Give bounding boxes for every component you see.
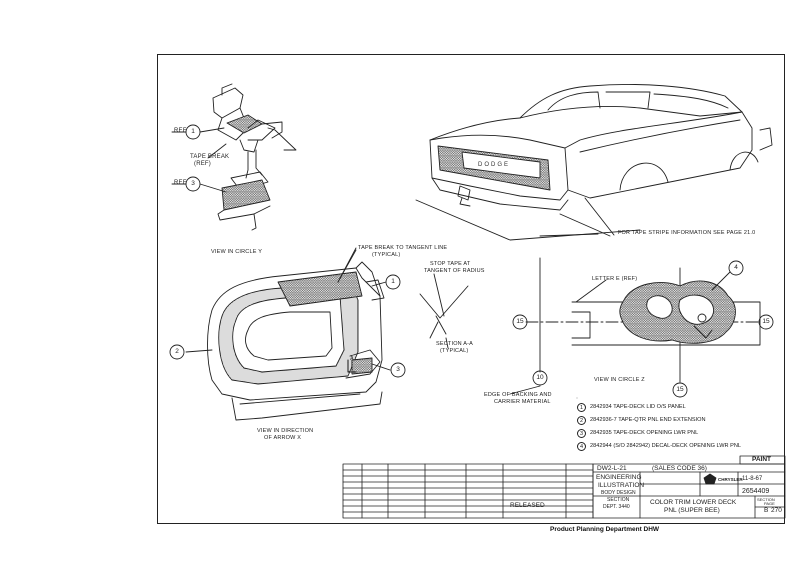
drawing-title-1: COLOR TRIM LOWER DECK <box>650 499 737 506</box>
svg-text:DODGE: DODGE <box>478 162 510 168</box>
legend-row: 1 2842934 TAPE-DECK LID O/S PANEL <box>577 401 686 413</box>
tape-break-typical-note: (TYPICAL) <box>372 252 401 258</box>
balloon-2: 2 <box>175 348 179 355</box>
balloon-15-left: 15 <box>516 318 524 325</box>
legend-balloon: 4 <box>577 441 586 451</box>
view-circle-y-drawing <box>171 83 297 231</box>
drawing-title-2: PNL (SUPER BEE) <box>664 507 720 514</box>
section-aa-typical: (TYPICAL) <box>440 348 469 354</box>
paint-label: PAINT <box>752 456 772 463</box>
view-arrow-x-caption-1: VIEW IN DIRECTION <box>257 428 314 434</box>
drawing-number: 2654409 <box>742 488 770 495</box>
section-dept-label: SECTION <box>607 497 630 503</box>
tape-stripe-info-note: FOR TAPE STRIPE INFORMATION SEE PAGE 21.… <box>618 230 756 236</box>
legend-row: 2 2842936-7 TAPE-QTR PNL END EXTENSION <box>577 414 706 426</box>
chrysler-brand: CHRYSLER <box>718 477 743 482</box>
section-aa-drawing <box>419 273 469 349</box>
balloon-3-ref: 3 <box>191 180 195 187</box>
legend-balloon: 3 <box>577 428 586 438</box>
released-stamp: RELEASED <box>510 502 545 509</box>
edge-backing-note-2: CARRIER MATERIAL <box>494 399 551 405</box>
model-code: DW2-L-21 <box>597 465 627 472</box>
balloon-4: 4 <box>734 264 738 271</box>
page-value: 270 <box>771 507 782 514</box>
balloon-3: 3 <box>396 366 400 373</box>
balloon-1: 1 <box>391 278 395 285</box>
legend-text: 2842936-7 TAPE-QTR PNL END EXTENSION <box>590 417 706 423</box>
drawing-date: 11-8-67 <box>742 476 763 482</box>
edge-backing-note-1: EDGE OF BACKING AND <box>484 392 552 398</box>
ref-1-label: REF <box>174 128 187 134</box>
tape-break-tangent-note: TAPE BREAK TO TANGENT LINE <box>358 245 448 251</box>
letter-e-label: LETTER E (REF) <box>592 276 638 282</box>
footer-credit: Product Planning Department DHW <box>550 526 660 533</box>
car-body-drawing: DODGE <box>415 84 773 241</box>
stop-tape-note: STOP TAPE AT <box>430 261 471 267</box>
balloon-1-ref: 1 <box>191 128 195 135</box>
engineering-label: ENGINEERING <box>596 474 642 481</box>
legend-text: 2842935 TAPE-DECK OPENING LWR PNL <box>590 430 699 436</box>
tape-break-label: TAPE BREAK <box>190 154 230 160</box>
body-design-label: BODY DESIGN <box>601 490 636 496</box>
ref-3-label: REF <box>174 180 187 186</box>
legend-row: 3 2842935 TAPE-DECK OPENING LWR PNL <box>577 427 698 439</box>
stop-tape-note-2: TANGENT OF RADIUS <box>424 268 485 274</box>
section-marker-a: A <box>350 356 354 362</box>
legend-balloon: 2 <box>577 415 586 425</box>
arrow-x-view-drawing <box>169 249 406 421</box>
title-block <box>342 455 786 519</box>
legend-text: 2842944 (S/O 2842942) DECAL-DECK OPENING… <box>590 443 741 449</box>
view-arrow-x-caption-2: OF ARROW X <box>264 435 302 441</box>
balloon-15-right: 15 <box>762 318 770 325</box>
section-value: B <box>764 507 769 514</box>
drawing-sheet <box>157 54 785 524</box>
illustration-label: ILLUSTRATION <box>598 482 645 489</box>
sales-code: (SALES CODE 36) <box>652 465 707 472</box>
balloon-15-bottom: 15 <box>676 386 684 393</box>
view-circle-z-caption: VIEW IN CIRCLE Z <box>594 377 645 383</box>
tape-break-ref-label: (REF) <box>194 161 211 167</box>
legend-row: 4 2842944 (S/O 2842942) DECAL-DECK OPENI… <box>577 440 741 452</box>
section-aa-label: SECTION A-A <box>436 341 474 347</box>
view-circle-y-caption: VIEW IN CIRCLE Y <box>211 249 263 255</box>
dept-number: DEPT. 3440 <box>603 504 630 510</box>
page-label: PAGE <box>764 501 775 506</box>
section-label: SECTION <box>757 497 775 502</box>
balloon-10: 10 <box>536 374 544 381</box>
legend-text: 2842934 TAPE-DECK LID O/S PANEL <box>590 404 686 410</box>
legend-balloon: 1 <box>577 402 586 412</box>
view-circle-z-drawing <box>512 257 774 398</box>
